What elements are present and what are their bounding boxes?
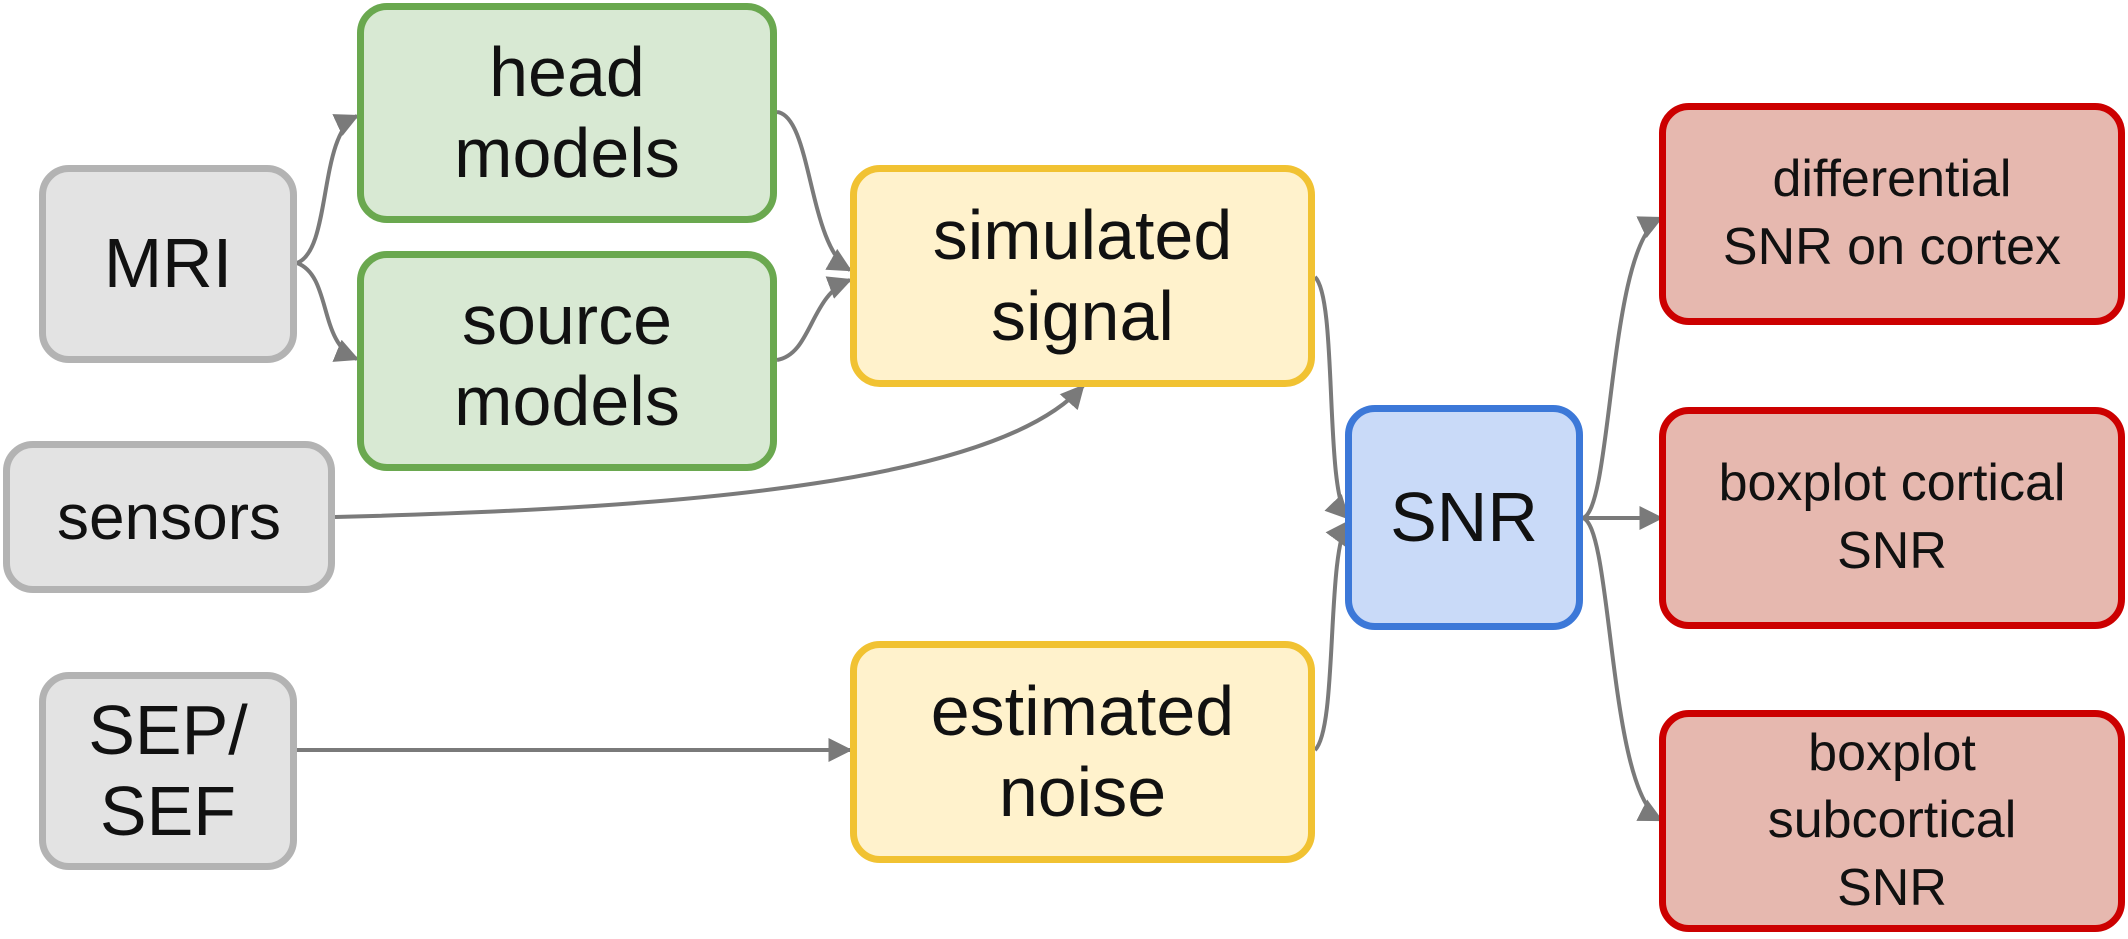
simulated-signal-node: simulated signal [850, 165, 1315, 387]
sensors-node: sensors [3, 441, 335, 593]
source-models-label: source models [454, 280, 680, 440]
arrow-source-models-to-simulated-signal [776, 276, 853, 362]
simulated-signal-label: simulated signal [932, 195, 1233, 355]
boxplot-cortical-label: boxplot cortical SNR [1718, 454, 2066, 580]
mri-node: MRI [39, 165, 297, 363]
arrow-snr-to-differential-snr [1581, 216, 1664, 520]
differential-snr-node: differential SNR on cortex [1659, 103, 2125, 325]
estimated-noise-label: estimated noise [930, 671, 1235, 831]
snr-label: SNR [1390, 477, 1538, 556]
boxplot-cortical-node: boxplot cortical SNR [1659, 407, 2125, 629]
sep-sef-node: SEP/ SEF [39, 672, 297, 870]
differential-snr-label: differential SNR on cortex [1722, 150, 2062, 276]
boxplot-subcortical-node: boxplot subcortical SNR [1659, 710, 2125, 932]
head-models-node: head models [357, 3, 777, 223]
arrow-mri-to-head-models [296, 114, 360, 265]
arrow-head-models-to-simulated-signal [776, 110, 853, 272]
arrow-simulated-signal-to-snr [1313, 275, 1350, 520]
source-models-node: source models [357, 251, 777, 471]
arrow-snr-to-boxplot-subcortical [1581, 516, 1664, 822]
sep-sef-label: SEP/ SEF [88, 690, 248, 850]
arrow-sensors-to-simulated-signal [334, 384, 1085, 519]
snr-node: SNR [1345, 405, 1583, 630]
head-models-label: head models [454, 32, 680, 192]
arrow-mri-to-source-models [296, 261, 360, 362]
sensors-label: sensors [56, 480, 282, 553]
arrow-estimated-noise-to-snr [1313, 520, 1350, 752]
estimated-noise-node: estimated noise [850, 641, 1315, 863]
boxplot-subcortical-label: boxplot subcortical SNR [1767, 723, 2017, 917]
mri-label: MRI [103, 224, 233, 303]
